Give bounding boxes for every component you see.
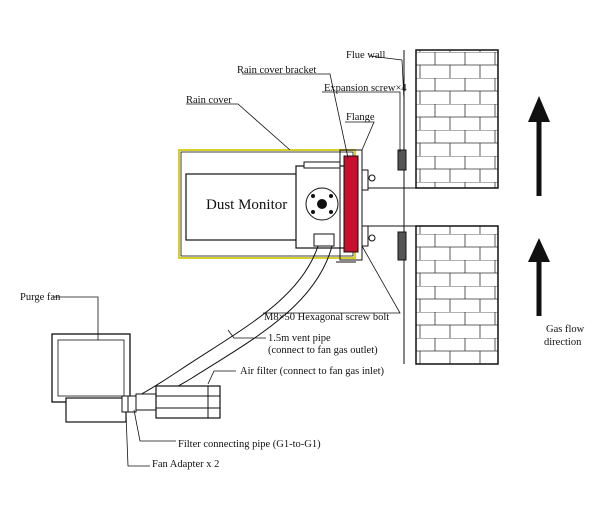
probe-tube xyxy=(362,187,416,227)
flue-wall-lower xyxy=(403,225,499,365)
flue-wall-upper xyxy=(403,49,499,189)
label-vent-pipe-note: (connect to fan gas outlet) xyxy=(268,345,378,356)
label-rain-cover-bracket: Rain cover bracket xyxy=(237,65,316,76)
vent-pipe xyxy=(125,245,333,411)
label-vent-pipe: 1.5m vent pipe xyxy=(268,333,331,344)
label-fan-adapter: Fan Adapter x 2 xyxy=(152,459,219,470)
label-expansion-screw: Expansion screw×4 xyxy=(324,83,407,94)
gas-flow-arrow-lower xyxy=(528,238,550,316)
label-filter-pipe: Filter connecting pipe (G1-to-G1) xyxy=(178,439,321,450)
purge-fan xyxy=(51,333,137,423)
label-flue-wall: Flue wall xyxy=(346,50,385,61)
label-flange: Flange xyxy=(346,112,375,123)
label-air-filter: Air filter (connect to fan gas inlet) xyxy=(240,366,385,377)
dust-monitor-body xyxy=(185,161,349,249)
gas-flow-arrow-upper xyxy=(528,96,550,196)
label-rain-cover: Rain cover xyxy=(186,95,232,106)
label-purge-fan: Purge fan xyxy=(20,292,61,303)
leader-lines xyxy=(52,55,405,467)
flange-plate xyxy=(343,155,359,253)
label-dust-monitor: Dust Monitor xyxy=(206,197,287,213)
label-hex-bolt: M8×50 Hexagonal screw bolt xyxy=(264,312,389,323)
label-gas-flow: Gas flow xyxy=(546,324,585,335)
air-filter xyxy=(135,385,221,419)
wall-flange xyxy=(361,149,407,261)
label-gas-flow-direction: direction xyxy=(544,337,582,348)
